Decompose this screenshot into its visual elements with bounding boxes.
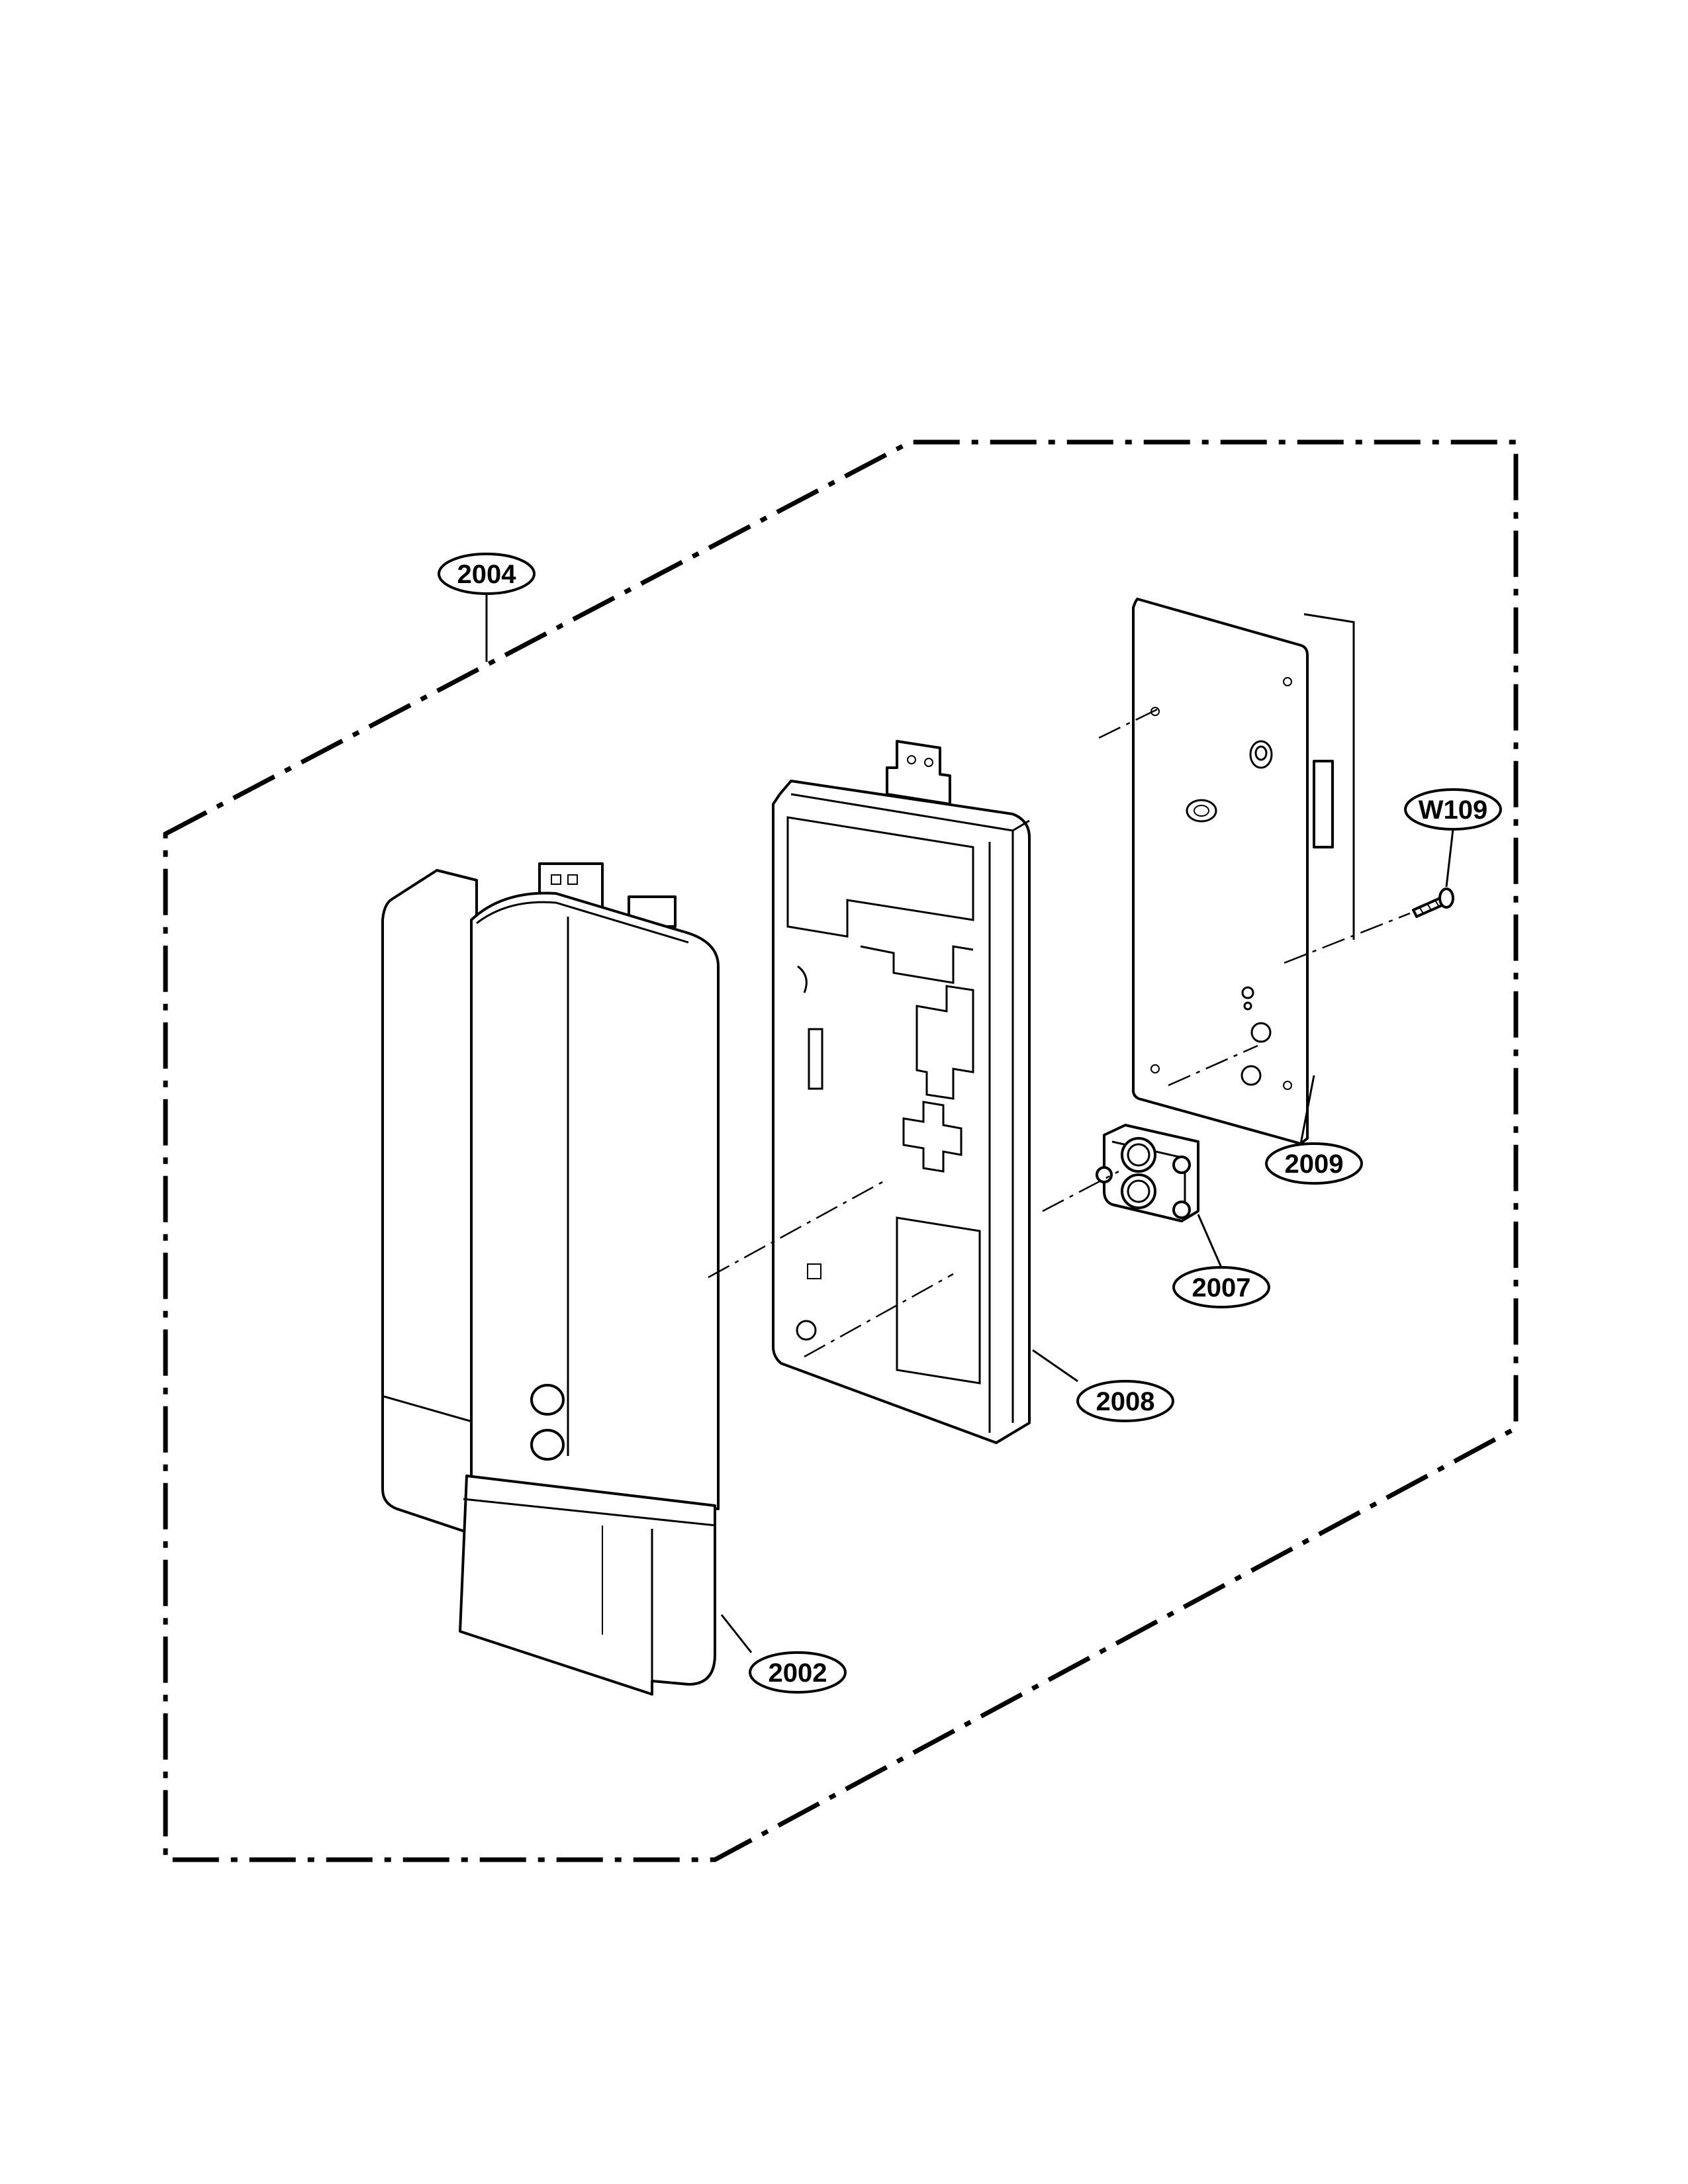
- part-2009-pcb: [1132, 598, 1355, 1145]
- part-2008-frame: [772, 740, 1031, 1444]
- svg-text:2009: 2009: [1285, 1150, 1344, 1179]
- callout-2002: 2002: [749, 1651, 847, 1694]
- part-w109-screw: [1412, 887, 1454, 918]
- svg-text:2004: 2004: [457, 560, 517, 589]
- svg-text:2007: 2007: [1192, 1273, 1251, 1302]
- callout-2004: 2004: [438, 553, 536, 595]
- svg-text:2002: 2002: [769, 1659, 827, 1688]
- part-2007-button-holder: [1096, 1124, 1199, 1222]
- callout-w109: W109: [1404, 788, 1502, 831]
- part-2002-front-cover: [381, 862, 720, 1696]
- callout-2009: 2009: [1265, 1142, 1363, 1185]
- svg-text:2008: 2008: [1096, 1387, 1155, 1416]
- callout-2007: 2007: [1172, 1266, 1270, 1308]
- callout-leaders: [485, 594, 1454, 1653]
- callout-2008: 2008: [1076, 1380, 1174, 1422]
- svg-text:W109: W109: [1419, 796, 1488, 825]
- assembly-centerlines: [708, 707, 1411, 1358]
